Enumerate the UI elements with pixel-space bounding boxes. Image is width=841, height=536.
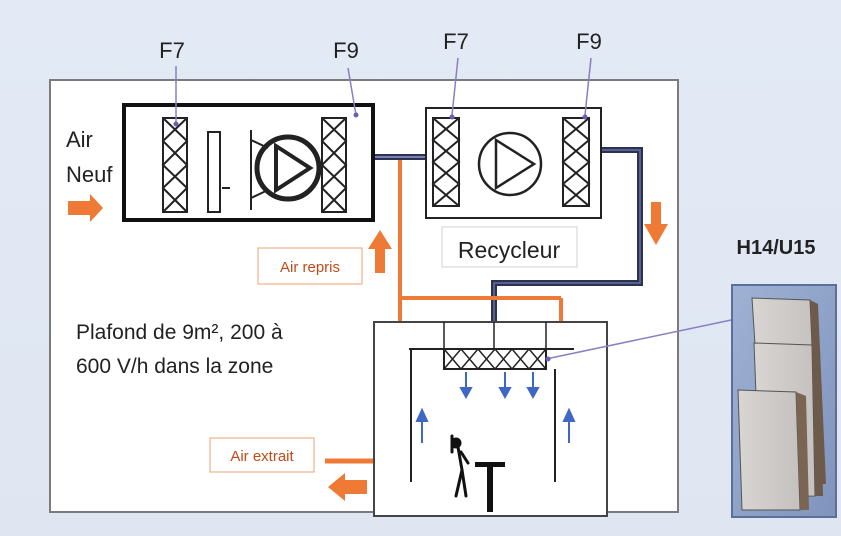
laminar-downflow-arrows: [459, 372, 540, 400]
fresh-air-inlet-arrow: [68, 194, 103, 222]
fan-icon: [250, 130, 322, 210]
recycler-f9-filter-icon: [561, 117, 591, 207]
recycler-f7-filter-icon: [431, 117, 461, 207]
recycler-f7-label: F7: [443, 29, 469, 54]
hepa-filter-panels-image: [731, 284, 837, 518]
workbench-icon: [475, 462, 505, 512]
ahu-f9-label: F9: [333, 38, 359, 63]
return-air-up-arrow: [368, 230, 392, 273]
f7-prefilter-icon: [161, 117, 189, 213]
recycled-air-down-arrow: [644, 202, 668, 245]
ceiling-spec-line2: 600 V/h dans la zone: [76, 355, 273, 378]
ceiling-spec-line1: Plafond de 9m², 200 à: [76, 321, 283, 344]
recycler-fan-icon: [477, 131, 543, 197]
damper-icon: [207, 131, 230, 213]
filter-callout-lines: [175, 57, 592, 124]
ahu-f7-label: F7: [159, 38, 185, 63]
side-upflow-arrows: [415, 407, 576, 443]
air-repris-box: [257, 247, 363, 285]
recycler-f9-label: F9: [576, 29, 602, 54]
air-neuf-line2: Neuf: [66, 162, 113, 187]
air-neuf-line1: Air: [66, 127, 93, 152]
recycleur-label: Recycleur: [458, 237, 561, 263]
hepa-callout-line: [545, 318, 737, 360]
air-extrait-label: Air extrait: [230, 448, 294, 465]
air-extrait-box: [209, 437, 315, 473]
air-repris-label: Air repris: [280, 259, 340, 276]
hepa-grade-label: H14/U15: [737, 237, 816, 259]
operator-figure-icon: [450, 434, 470, 498]
exhaust-air-arrow: [328, 473, 367, 501]
recycleur-label-box: [441, 226, 578, 268]
f9-filter-icon: [320, 117, 348, 213]
